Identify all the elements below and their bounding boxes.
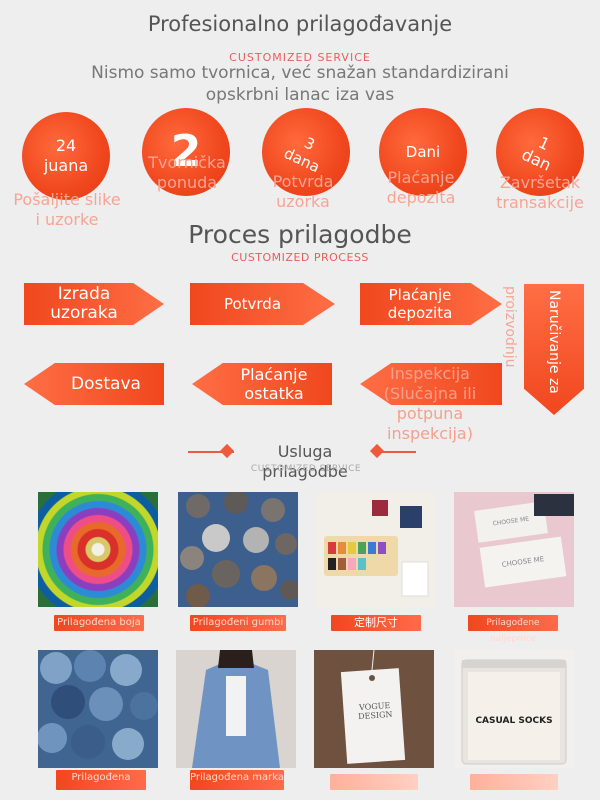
process-step-inspection-arrow (360, 363, 502, 405)
process-step-label: Plaćanje ostatka (240, 365, 308, 403)
tile-hangtag: VOGUE DESIGN (314, 650, 434, 768)
step-circle-3: 3 dana (262, 108, 350, 196)
step-circle-text: 1 dan (518, 132, 555, 175)
process-step-label: Potvrda (223, 294, 282, 313)
step-label-3: Potvrda uzorka (272, 172, 334, 211)
caption-bag (470, 774, 558, 790)
page-title: Profesionalno prilagođavanje (147, 12, 453, 36)
hangtag-illustration (314, 650, 434, 768)
step-circle-1: 24 juana (22, 112, 110, 200)
caption-brand: Prilagođena marka (190, 770, 284, 790)
swatches-illustration (316, 492, 436, 607)
step-circle-text: 3 dana (281, 133, 323, 177)
tile-socks-bag: CASUAL SOCKS (454, 650, 574, 768)
caption-colors: Prilagođena boja (54, 615, 144, 631)
caption-denim: Prilagođena (56, 770, 146, 790)
process-step-sample: Izrada uzoraka (24, 283, 164, 325)
process-step-confirm: Potvrda (190, 283, 335, 325)
step-label-5: Završetak transakcije (496, 173, 584, 212)
label-dark (534, 494, 574, 516)
denim-rolls-illustration (38, 650, 158, 768)
step-label-4: Plaćanje depozita (386, 168, 456, 207)
process-step-inspection: Inspekcija (Slučajna ili potpuna inspekc… (383, 364, 477, 443)
tile-buttons (178, 492, 298, 607)
process-step-label: Plaćanje depozita (387, 286, 453, 322)
tile-colors (38, 492, 158, 607)
process-step-delivery: Dostava (24, 363, 164, 405)
caption-hangtag (330, 774, 418, 790)
process-step-deposit: Plaćanje depozita (360, 283, 502, 325)
tile-sizes (316, 492, 436, 607)
service-title: Usluga prilagodbe (262, 442, 348, 481)
process-step-label: Izrada uzoraka (50, 284, 118, 323)
caption-sizes: 定制尺寸 (331, 615, 421, 631)
caption-buttons: Prilagođeni gumbi (190, 615, 286, 631)
deco-line-right (372, 451, 416, 453)
deco-line-left (188, 451, 234, 453)
step-circle-5: 1 dan (496, 108, 584, 196)
denim-jacket-illustration (176, 650, 296, 768)
process-step-label: Naručivanje za (546, 290, 562, 394)
process-step-label: Dostava (71, 373, 141, 394)
bag-illustration (454, 650, 574, 768)
process-step-order: Naručivanje za (524, 284, 584, 415)
step-label-1: Pošaljite slike i uzorke (13, 190, 121, 229)
buttons-illustration (178, 492, 298, 607)
step-circle-text: Dani (405, 143, 441, 161)
deco-diamond-left (219, 443, 235, 459)
bag-text: CASUAL SOCKS (475, 716, 553, 726)
header-tagline: Nismo samo tvornica, već snažan standard… (91, 63, 509, 105)
tile-denim (38, 650, 158, 768)
caption-labels: Prilagođene naljepnice (468, 615, 558, 644)
process-side-label: proizvodnju (502, 286, 518, 368)
process-step-balance: Plaćanje ostatka (192, 363, 332, 405)
label-card: CHOOSE ME (479, 536, 567, 588)
step-circle-2: 2 (142, 108, 230, 196)
tile-brand (176, 650, 296, 768)
process-subtitle-en: CUSTOMIZED PROCESS (231, 251, 369, 264)
step-circle-text: 24 juana (43, 136, 89, 175)
process-title: Proces prilagodbe (188, 220, 412, 249)
hangtag-text: VOGUE DESIGN (357, 700, 393, 722)
header-subtitle-en: CUSTOMIZED SERVICE (229, 51, 371, 64)
service-subtitle-en: CUSTOMIZED SERVICE (250, 464, 362, 474)
step-circle-text: 2 (170, 126, 202, 177)
step-label-2: Tvornička ponuda (148, 153, 226, 192)
step-circle-4: Dani (379, 108, 467, 196)
tile-labels: CHOOSE ME CHOOSE ME (454, 492, 574, 607)
